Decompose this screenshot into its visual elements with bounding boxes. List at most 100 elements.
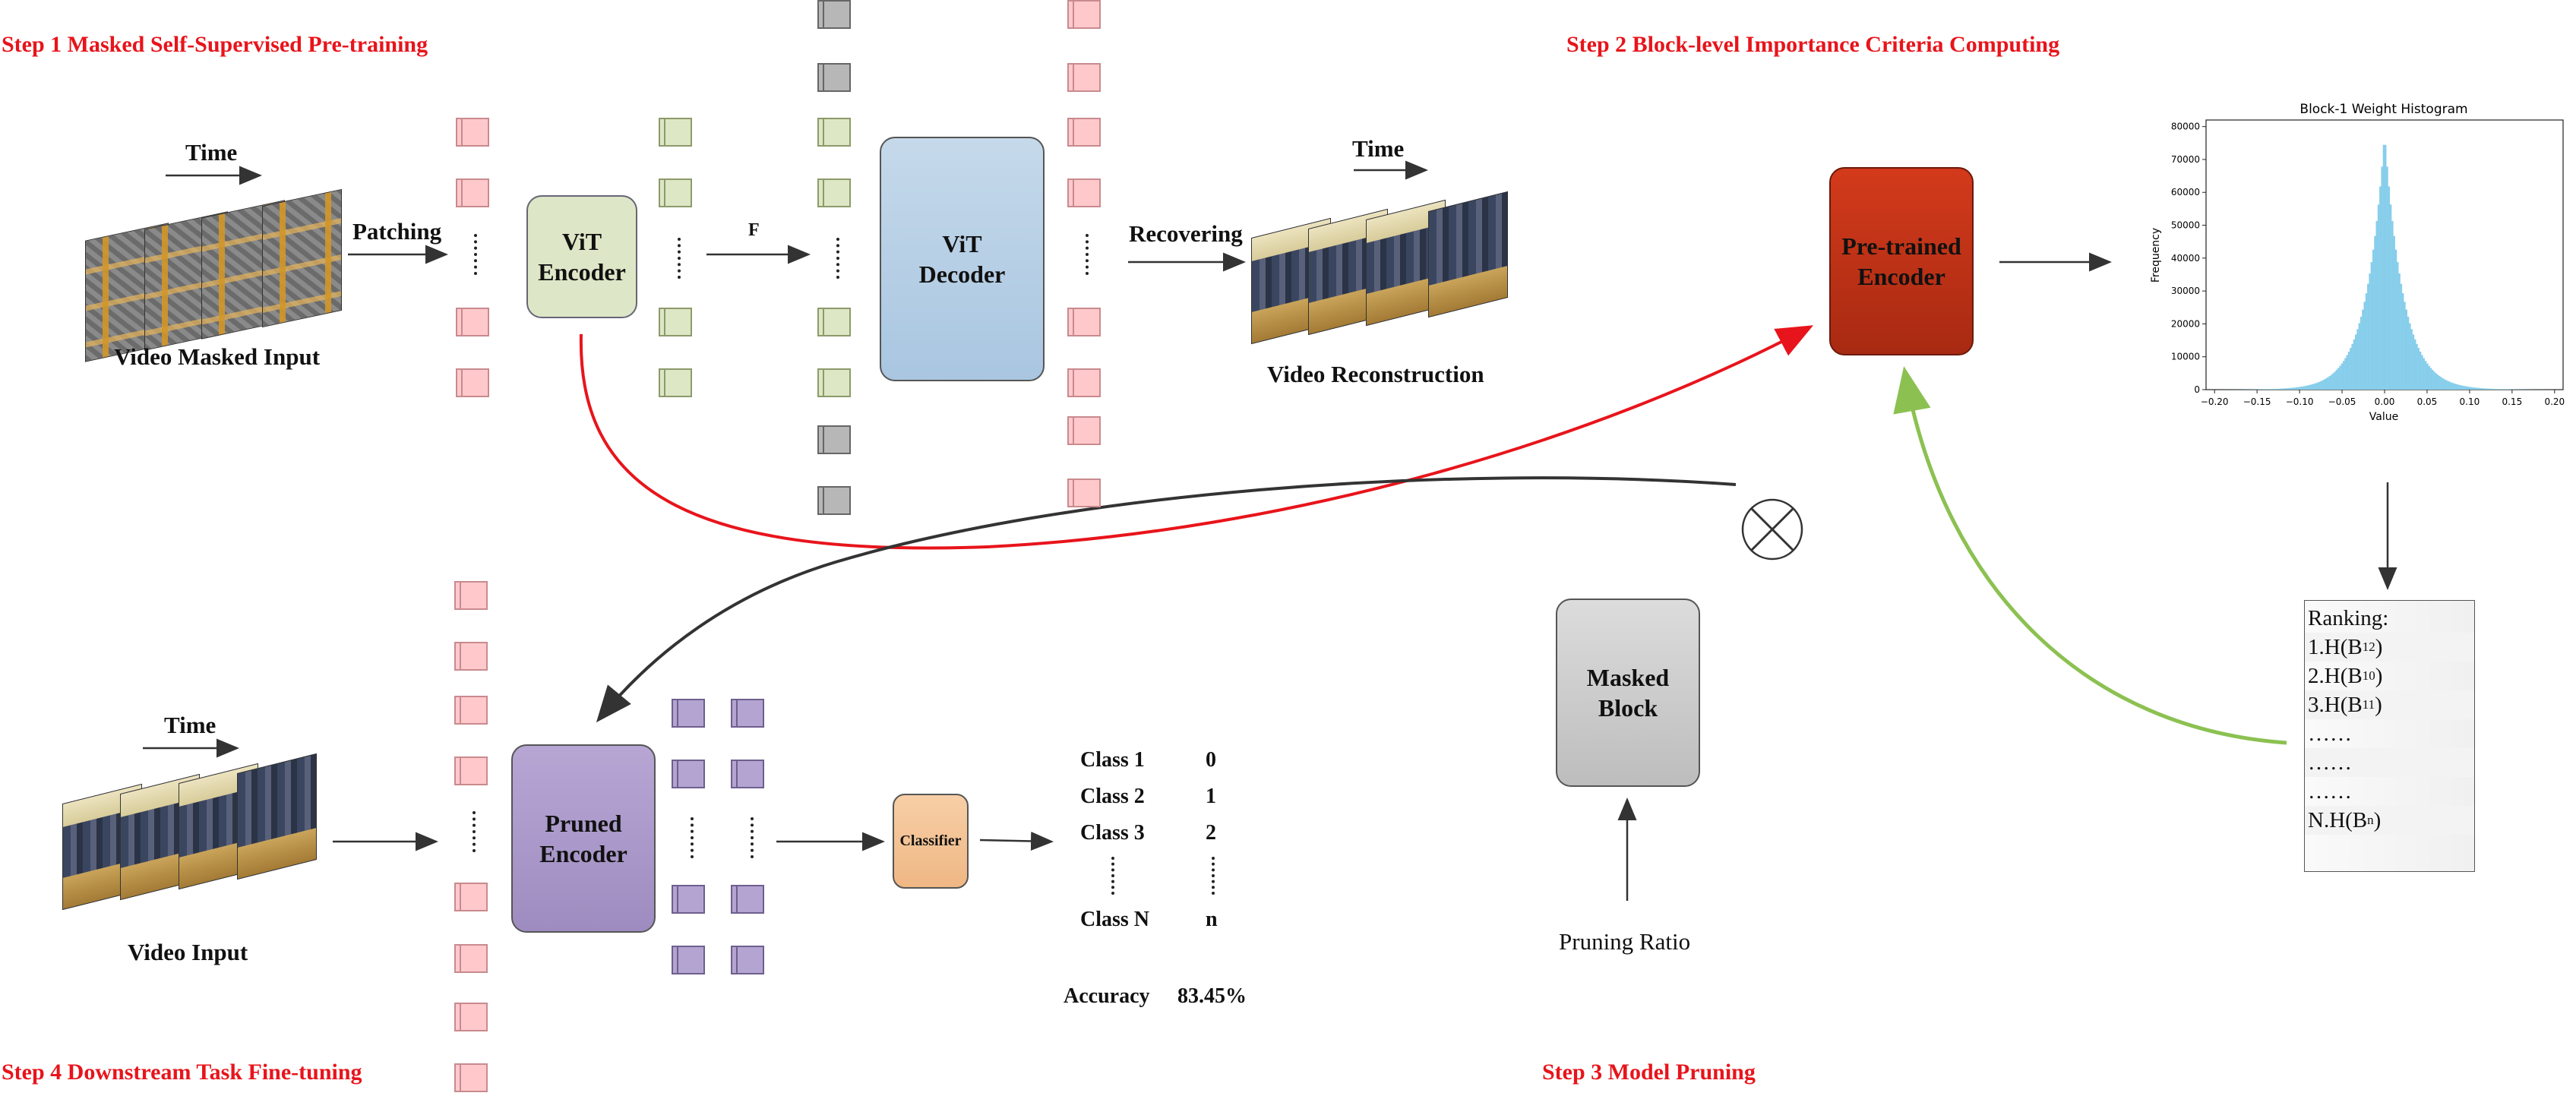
pretrained-encoder-block[interactable]: Pre-trained Encoder [1829, 167, 1974, 355]
histogram-bar [2320, 381, 2322, 390]
histogram-bar [2417, 348, 2420, 390]
masked-block-label: Masked Block [1586, 664, 1670, 722]
histogram-bar [2482, 388, 2484, 390]
histogram-bar [2359, 317, 2363, 390]
histogram-bar [2363, 302, 2366, 390]
histogram-bar [2379, 186, 2382, 390]
histogram-bar [2358, 323, 2361, 390]
recovering-label: Recovering [1129, 220, 1243, 247]
pink-token [1067, 416, 1101, 445]
histogram-bar [2468, 387, 2470, 390]
histogram-bar [2341, 363, 2344, 390]
pink-token [454, 883, 488, 911]
x-tick-label: −0.10 [2286, 396, 2314, 407]
histogram-bar [2426, 363, 2429, 390]
histogram-bar [2464, 386, 2467, 390]
histogram-bar [2459, 385, 2462, 390]
histogram-bar [2266, 389, 2268, 390]
histogram-bars [2210, 144, 2559, 390]
histogram-bar [2278, 388, 2280, 390]
histogram-bar [2433, 371, 2435, 390]
vit-encoder-block[interactable]: ViT Encoder [526, 195, 637, 318]
histogram-bar [2308, 385, 2310, 390]
f-label: F [748, 220, 760, 240]
histogram-bar [2351, 343, 2353, 390]
histogram-bar [2344, 358, 2347, 390]
accuracy-value: 83.45% [1177, 984, 1247, 1008]
histogram-bar [2398, 273, 2401, 390]
histogram-bar [2347, 352, 2350, 390]
histogram-bar [2404, 302, 2406, 390]
histogram-bar [2273, 389, 2275, 390]
purple-token [731, 885, 764, 914]
histogram-bar [2268, 389, 2270, 390]
histogram-bar [2370, 262, 2373, 390]
ellipsis-dots [836, 238, 839, 279]
histogram-bar [2452, 383, 2454, 390]
y-axis-label: Frequency [2150, 228, 2162, 283]
pruned-encoder-block[interactable]: Pruned Encoder [511, 744, 656, 933]
ellipsis-dots [1111, 857, 1114, 895]
purple-token [672, 760, 705, 788]
vit-decoder-block[interactable]: ViT Decoder [880, 137, 1045, 381]
histogram-bar [2448, 381, 2451, 390]
histogram-bar [2412, 334, 2415, 390]
histogram-bar [2288, 387, 2291, 390]
histogram-bar [2327, 377, 2329, 390]
histogram-bar [2386, 166, 2388, 390]
pink-token [454, 642, 488, 671]
histogram-bar [2461, 385, 2464, 390]
histogram-bar [2311, 384, 2314, 390]
histogram-bar [2428, 365, 2430, 390]
histogram-bar [2389, 204, 2392, 390]
histogram-bar [2436, 374, 2439, 390]
gray-token [817, 0, 851, 29]
histogram-bar [2328, 376, 2331, 390]
histogram-bar [2400, 283, 2403, 390]
accuracy-label: Accuracy [1064, 984, 1150, 1008]
histogram-bar [2487, 388, 2489, 390]
histogram-bar [2312, 384, 2315, 390]
histogram-bar [2271, 389, 2274, 390]
step4-title: Step 4 Downstream Task Fine-tuning [2, 1060, 362, 1085]
from-classifier-arrow [979, 831, 1054, 851]
gray-token [817, 63, 851, 92]
histogram-bar [2419, 352, 2422, 390]
histogram-bar [2475, 387, 2477, 390]
histogram-bar [2423, 358, 2425, 390]
histogram-bar [2505, 389, 2507, 390]
video-input-label: Video Input [128, 939, 248, 965]
histogram-bar [2495, 389, 2499, 390]
histogram-bar [2435, 373, 2437, 390]
masked-block[interactable]: Masked Block [1556, 599, 1700, 787]
classifier-block[interactable]: Classifier [893, 794, 969, 889]
weight-histogram-chart: Block-1 Weight Histogram 010000200003000… [2150, 102, 2565, 423]
histogram-bar [2296, 387, 2298, 390]
histogram-bar [2483, 388, 2486, 390]
pink-token [1067, 308, 1101, 336]
ranking-ellipsis: …… [2308, 779, 2352, 804]
histogram-bar [2318, 381, 2321, 390]
time-label-1: Time [185, 139, 238, 166]
class-name: Class 1 [1080, 748, 1145, 772]
histogram-bar [2421, 355, 2423, 390]
class-name: Class 2 [1080, 785, 1145, 808]
green-token [659, 308, 692, 336]
y-tick-label: 70000 [2171, 154, 2200, 165]
ellipsis-dots [691, 817, 694, 858]
histogram-bar [2330, 374, 2333, 390]
masked-frame-4 [262, 188, 342, 328]
histogram-bar [2290, 387, 2293, 390]
pink-token [454, 756, 488, 785]
time-label-2: Time [1352, 135, 1405, 162]
x-tick-label: 0.15 [2502, 396, 2522, 407]
histogram-bar [2409, 323, 2411, 390]
histogram-bar [2388, 186, 2391, 390]
histogram-bar [2356, 329, 2359, 390]
histogram-bar [2489, 388, 2492, 390]
gray-token [817, 425, 851, 454]
green-token [659, 118, 692, 147]
